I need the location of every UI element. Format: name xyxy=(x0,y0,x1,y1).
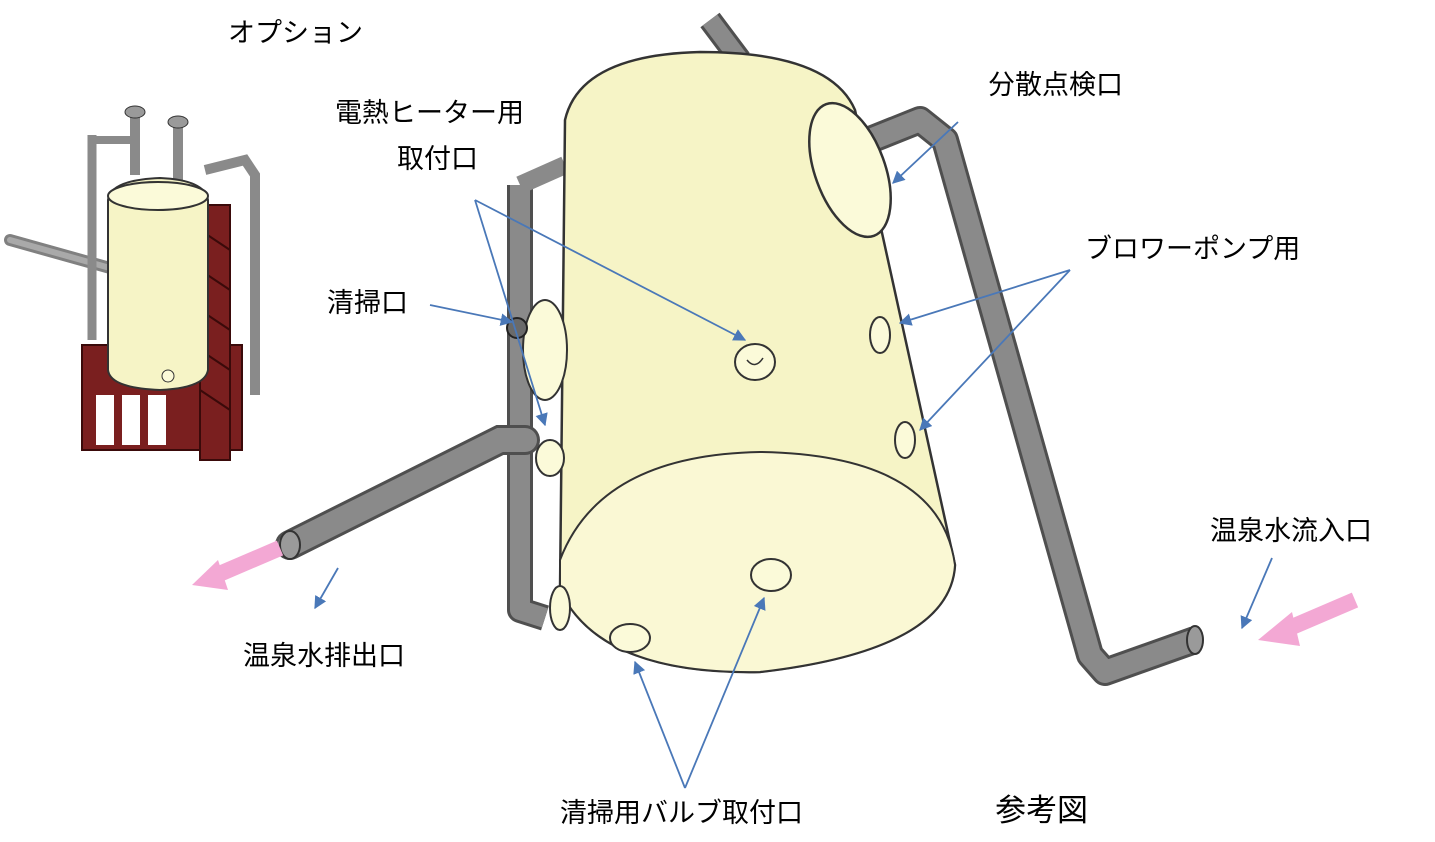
piping xyxy=(275,12,1204,686)
option-unit-illustration xyxy=(4,105,260,461)
outlet-flow-arrow xyxy=(192,540,284,590)
label-option: オプション xyxy=(228,18,363,49)
arrow-blower-1 xyxy=(898,269,1071,326)
label-heater-port-line1: 電熱ヒーター用 xyxy=(335,98,524,129)
arrow-dispersion-port xyxy=(892,121,959,184)
label-hot-spring-inlet: 温泉水流入口 xyxy=(1210,516,1372,547)
label-blower-pump: ブロワーポンプ用 xyxy=(1085,234,1301,265)
label-reference-figure: 参考図 xyxy=(995,793,1088,829)
main-tank xyxy=(506,50,957,674)
arrow-valve-2 xyxy=(684,596,766,789)
label-hot-spring-outlet: 温泉水排出口 xyxy=(243,641,405,672)
label-heater-port-line2: 取付口 xyxy=(397,144,478,175)
arrow-heater-port xyxy=(474,199,747,341)
inlet-flow-arrow xyxy=(1258,592,1359,646)
arrow-heater-port-2 xyxy=(474,199,548,427)
arrow-valve-1 xyxy=(633,660,686,789)
label-cleaning-port: 清掃口 xyxy=(327,288,408,319)
label-dispersion-inspection-port: 分散点検口 xyxy=(988,70,1123,101)
label-cleaning-valve-port: 清掃用バルブ取付口 xyxy=(560,798,803,829)
leader-arrows xyxy=(314,121,1273,789)
arrow-blower-2 xyxy=(919,269,1071,431)
arrow-outlet xyxy=(314,567,339,610)
arrow-cleaning-port xyxy=(429,304,514,326)
arrow-inlet xyxy=(1240,557,1273,630)
